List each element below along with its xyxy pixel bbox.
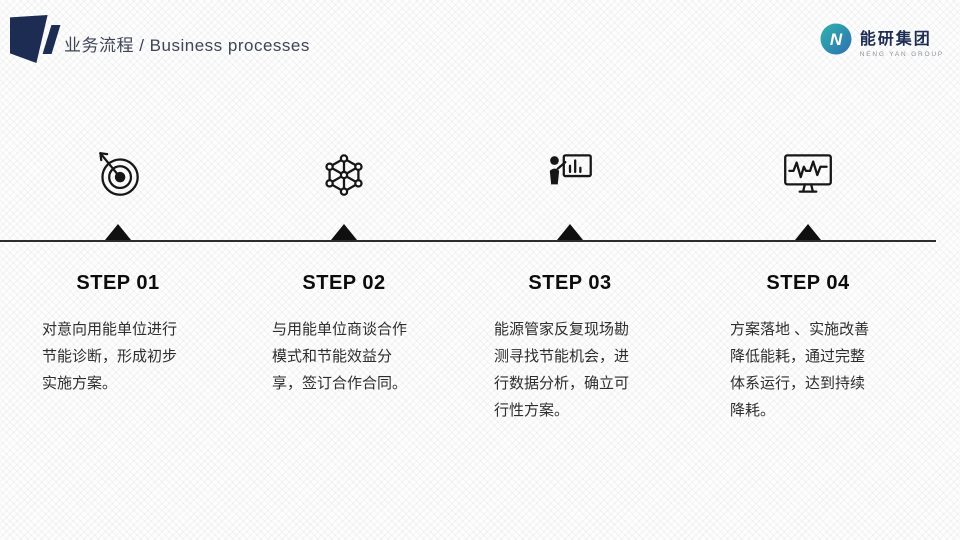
timeline-line [0, 240, 936, 242]
step-2-label: STEP 02 [302, 272, 386, 294]
monitor-waveform-icon [776, 142, 840, 206]
timeline-marker-3 [557, 224, 583, 240]
timeline-marker-1 [105, 224, 131, 240]
svg-text:N: N [830, 30, 843, 49]
timeline-marker-2 [331, 224, 357, 240]
page-title: 业务流程 / Business processes [64, 36, 310, 55]
step-1-description: 对意向用能单位进行节能诊断，形成初步实施方案。 [42, 321, 178, 392]
title-banner-shape [10, 15, 48, 63]
step-3-description: 能源管家反复现场勘测寻找节能机会，进行数据分析，确立可行性方案。 [494, 321, 630, 419]
timeline-marker-4 [795, 224, 821, 240]
company-logo-icon: N [819, 22, 853, 61]
company-logo: N 能研集团 NENG YAN GROUP [819, 22, 944, 61]
company-logo-text: 能研集团 NENG YAN GROUP [860, 25, 944, 58]
company-name-en: NENG YAN GROUP [859, 51, 944, 58]
target-icon [86, 142, 150, 206]
company-name: 能研集团 [859, 31, 932, 48]
title-banner-stripe [42, 25, 61, 54]
network-cube-icon [312, 142, 376, 206]
step-4-label: STEP 04 [766, 272, 850, 294]
presentation-icon [538, 142, 602, 206]
step-4-description: 方案落地 、实施改善 降低能耗，通过完整体系运行，达到持续降耗。 [730, 321, 870, 419]
step-3-label: STEP 03 [528, 272, 612, 294]
step-2-description: 与用能单位商谈合作模式和节能效益分享，签订合作合同。 [272, 321, 408, 392]
step-1-label: STEP 01 [76, 272, 160, 294]
